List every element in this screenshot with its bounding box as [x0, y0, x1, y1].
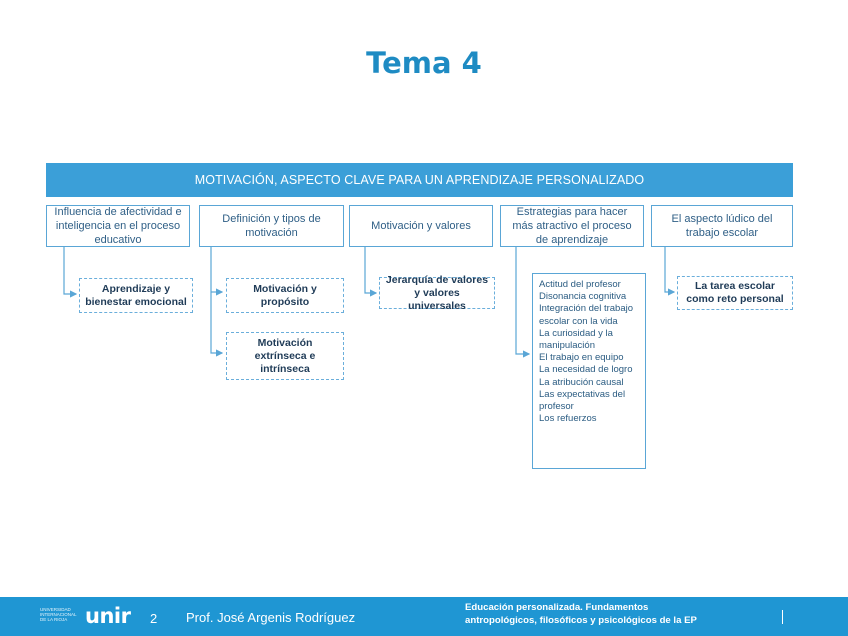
- column-header-motivation-types: Definición y tipos de motivación: [199, 205, 344, 247]
- strategy-item: La atribución causal: [539, 376, 624, 388]
- subitem-school-task: La tarea escolar como reto personal: [677, 276, 793, 310]
- column-header-affectivity: Influencia de afectividad e inteligencia…: [46, 205, 190, 247]
- column-header-strategies: Estrategias para hacer más atractivo el …: [500, 205, 644, 247]
- page-title: Tema 4: [366, 46, 482, 80]
- page-number: 2: [150, 611, 158, 626]
- connector-col4: [515, 247, 531, 358]
- strategy-item: Las expectativas del profesor: [539, 388, 626, 413]
- footer-divider: [782, 610, 783, 624]
- strategies-list: Actitud del profesor Disonancia cognitiv…: [532, 273, 646, 469]
- footer-bar: UNIVERSIDAD INTERNACIONAL DE LA RIOJA un…: [0, 597, 848, 636]
- strategy-item: La curiosidad y la manipulación: [539, 327, 613, 352]
- course-title-line2: antropológicos, filosóficos y psicológic…: [465, 615, 697, 626]
- main-banner: MOTIVACIÓN, ASPECTO CLAVE PARA UN APREND…: [46, 163, 793, 197]
- unir-logo: unir: [85, 604, 131, 628]
- connector-col5: [664, 247, 676, 296]
- strategy-item: Actitud del profesor: [539, 279, 621, 290]
- subitem-extrinsic-intrinsic: Motivación extrínseca e intrínseca: [226, 332, 344, 380]
- logo-university-name: UNIVERSIDAD INTERNACIONAL DE LA RIOJA: [40, 607, 77, 622]
- column-header-ludic: El aspecto lúdico del trabajo escolar: [651, 205, 793, 247]
- connector-col1: [63, 247, 78, 298]
- column-header-values: Motivación y valores: [349, 205, 493, 247]
- strategy-item: Disonancia cognitiva: [539, 291, 627, 303]
- subitem-motivation-purpose: Motivación y propósito: [226, 278, 344, 313]
- strategy-item: Los refuerzos: [539, 413, 597, 425]
- connector-col3: [364, 247, 378, 297]
- strategy-item: Integración del trabajo escolar con la v…: [539, 303, 634, 327]
- author-name: Prof. José Argenis Rodríguez: [186, 610, 356, 625]
- connector-col2-main: [210, 247, 224, 357]
- subitem-values-hierarchy: Jerarquía de valores y valores universal…: [379, 274, 495, 312]
- course-title-line1: Educación personalizada. Fundamentos: [465, 602, 649, 613]
- strategy-item: La necesidad de logro: [539, 364, 633, 376]
- course-title: Educación personalizada. Fundamentos ant…: [465, 601, 755, 627]
- subitem-emotional-wellbeing: Aprendizaje y bienestar emocional: [79, 278, 193, 313]
- strategy-item: El trabajo en equipo: [539, 352, 624, 364]
